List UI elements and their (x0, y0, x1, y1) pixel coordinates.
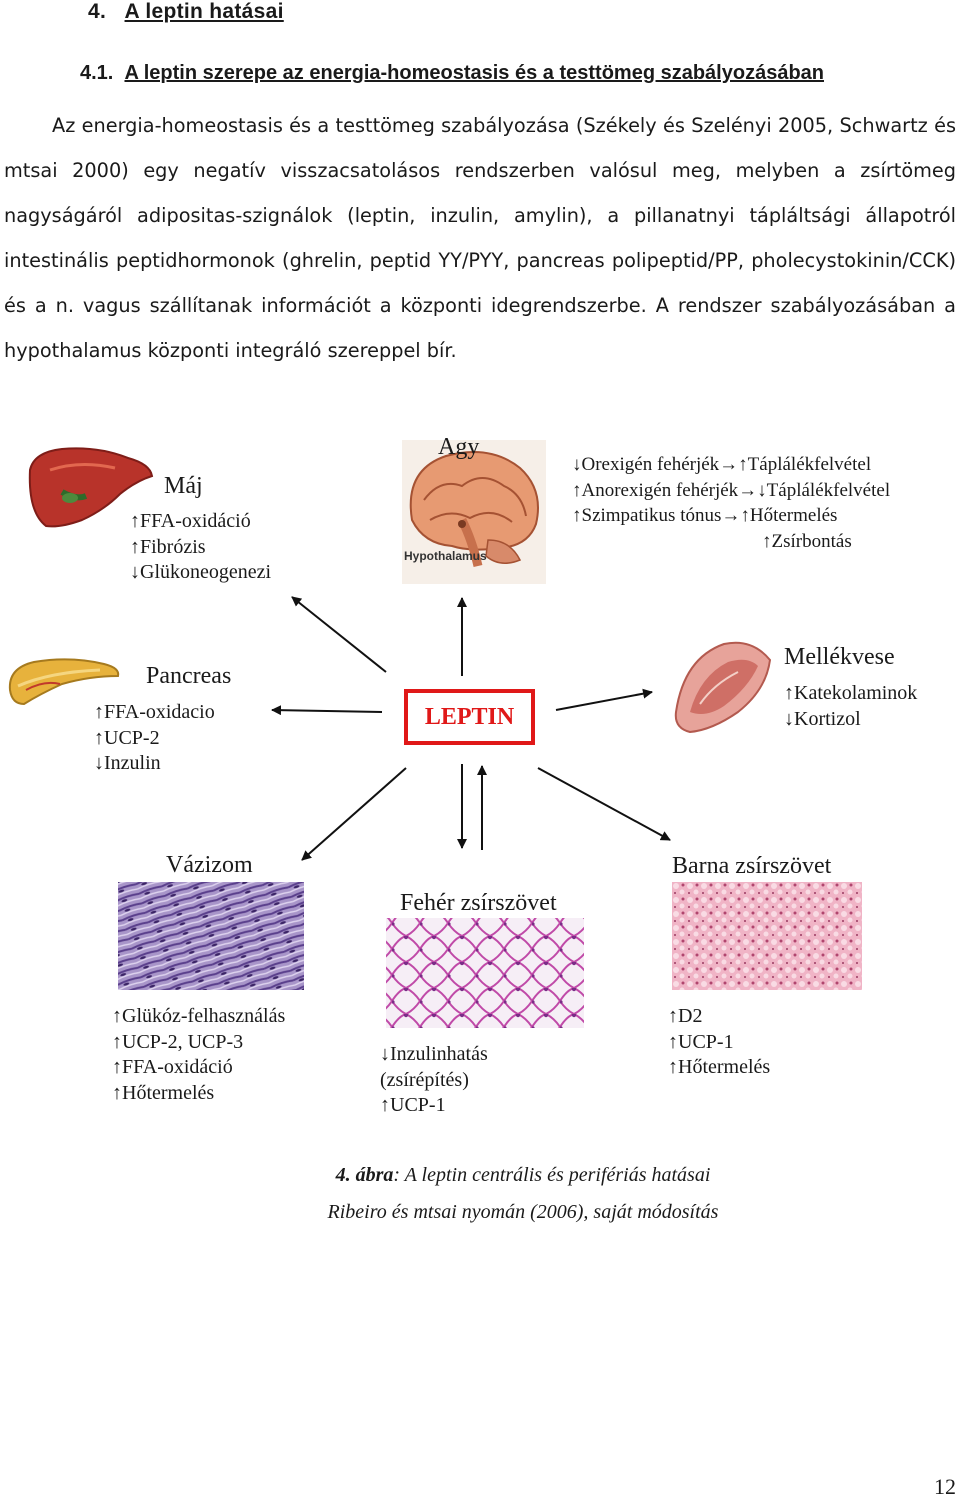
arrow-to-pancreas (271, 705, 383, 716)
mellekvese-effects: ↑Katekolaminok ↓Kortizol (784, 681, 917, 732)
feher-effects: ↓Inzulinhatás (zsírépítés) ↑UCP-1 (380, 1042, 488, 1119)
agy-effect: ↑Szimpatikus tónus→↑Hőtermelés (572, 505, 838, 526)
vazizom-label: Vázizom (166, 852, 253, 878)
subsection-number: 4.1. (80, 62, 114, 84)
brain-image (402, 440, 546, 584)
vazizom-effects: ↑Glükóz-felhasználás ↑UCP-2, UCP-3 ↑FFA-… (112, 1004, 285, 1106)
section-title: A leptin hatásai (124, 0, 284, 23)
maj-effect: ↑FFA-oxidáció (130, 510, 251, 532)
feher-effect: ↑UCP-1 (380, 1094, 446, 1116)
vazizom-effect: ↑UCP-2, UCP-3 (112, 1030, 244, 1053)
brown-fat-image (672, 882, 862, 990)
arrow-to-vazizom (301, 767, 407, 861)
figure-caption: 4. ábra: A leptin centrális és perifériá… (0, 1164, 960, 1187)
leptin-box: LEPTIN (404, 689, 535, 745)
maj-label: Máj (164, 473, 203, 499)
caption-label: 4. ábra (335, 1164, 394, 1186)
page-number: 12 (934, 1474, 956, 1499)
liver-image (28, 447, 154, 528)
barna-label: Barna zsírszövet (672, 853, 832, 879)
feher-effect: ↓Inzulinhatás (380, 1043, 488, 1065)
barna-effect: ↑Hőtermelés (668, 1056, 771, 1078)
leptin-label: LEPTIN (424, 703, 515, 730)
arrow-to-mellekvese (555, 688, 653, 711)
feher-label: Fehér zsírszövet (400, 890, 557, 916)
agy-label: Agy (438, 434, 480, 460)
skeletal-muscle-image (118, 882, 304, 990)
vazizom-effect: ↑FFA-oxidáció (112, 1056, 233, 1078)
mellekvese-effect: ↓Kortizol (784, 707, 861, 730)
vazizom-effect: ↑Glükóz-felhasználás (112, 1005, 286, 1027)
pancreas-effect: ↓Inzulin (94, 752, 161, 774)
subsection-title: A leptin szerepe az energia-homeostasis … (124, 62, 824, 84)
pancreas-effect: ↑UCP-2 (94, 726, 160, 749)
feher-effect: (zsírépítés) (380, 1068, 469, 1091)
maj-effects: ↑FFA-oxidáció ↑Fibrózis ↓Glükoneogenezi (130, 509, 271, 586)
body-paragraph: Az energia-homeostasis és a testtömeg sz… (4, 103, 956, 373)
pancreas-effects: ↑FFA-oxidacio ↑UCP-2 ↓Inzulin (94, 700, 215, 777)
maj-effect: ↑Fibrózis (130, 535, 206, 558)
pancreas-label: Pancreas (146, 663, 232, 689)
adrenal-image (674, 641, 772, 734)
agy-effect: ↑Anorexigén fehérjék→↓Táplálékfelvétel (572, 479, 891, 501)
mellekvese-label: Mellékvese (784, 644, 895, 670)
mellekvese-effect: ↑Katekolaminok (784, 682, 918, 704)
pancreas-effect: ↑FFA-oxidacio (94, 701, 215, 723)
paragraph-text: Az energia-homeostasis és a testtömeg sz… (4, 114, 956, 362)
white-fat-image (386, 918, 584, 1028)
barna-effect: ↑D2 (668, 1005, 703, 1027)
figure-source: Ribeiro és mtsai nyomán (2006), saját mó… (327, 1201, 719, 1223)
agy-effect: ↓Orexigén fehérjék→↑Táplálékfelvétel (572, 454, 872, 475)
barna-effect: ↑UCP-1 (668, 1030, 734, 1053)
vazizom-effect: ↑Hőtermelés (112, 1081, 215, 1104)
agy-effects: ↓Orexigén fehérjék→↑Táplálékfelvétel ↑An… (572, 452, 890, 554)
subsection-heading: 4.1. A leptin szerepe az energia-homeost… (80, 62, 824, 85)
section-heading: 4. A leptin hatásai (88, 0, 284, 24)
caption-text: : A leptin centrális és perifériás hatás… (393, 1164, 711, 1186)
hypothalamus-label: Hypothalamus (404, 549, 487, 563)
maj-effect: ↓Glükoneogenezi (130, 561, 272, 583)
pancreas-image (8, 658, 120, 706)
agy-effect: ↑Zsírbontás (762, 530, 852, 552)
arrow-to-barna (537, 767, 671, 841)
arrow-to-maj (291, 596, 387, 673)
section-number: 4. (88, 0, 107, 23)
barna-effects: ↑D2 ↑UCP-1 ↑Hőtermelés (668, 1004, 770, 1081)
